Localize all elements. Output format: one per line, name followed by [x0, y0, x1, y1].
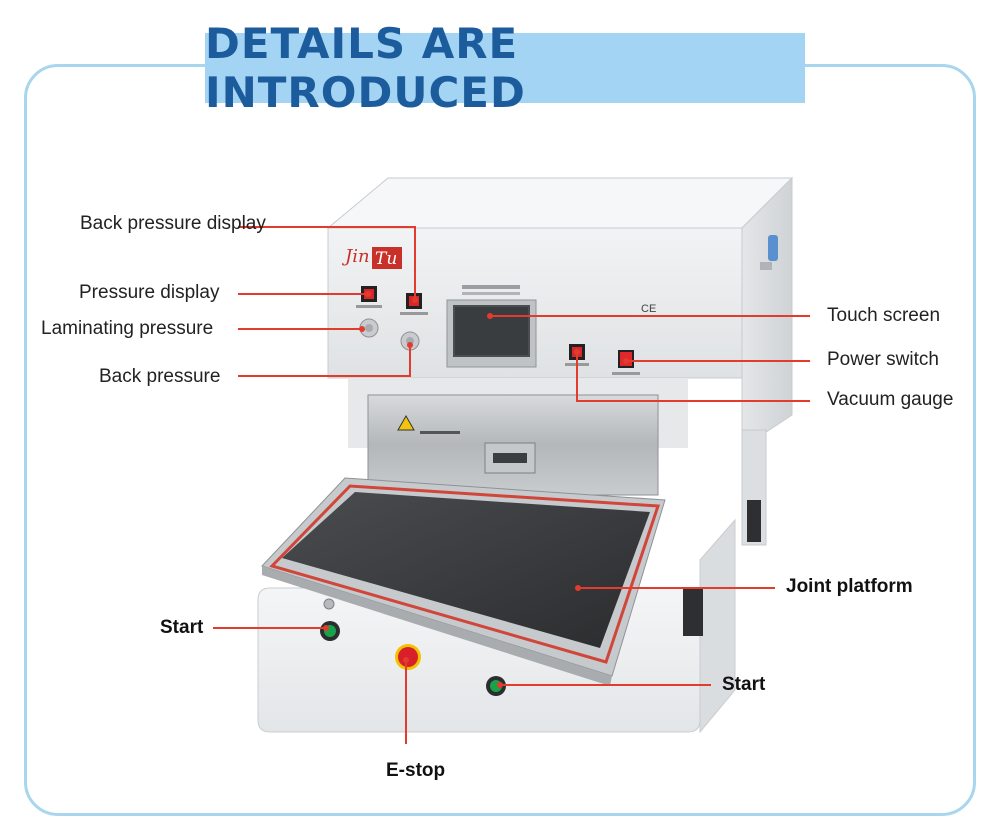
- label-back-pressure-display: Back pressure display: [80, 213, 266, 234]
- label-vacuum-gauge: Vacuum gauge: [827, 389, 954, 410]
- label-laminating-pressure: Laminating pressure: [41, 318, 214, 339]
- label-joint-platform: Joint platform: [786, 576, 913, 597]
- label-e-stop: E-stop: [386, 760, 446, 781]
- svg-text:Tu: Tu: [375, 249, 397, 269]
- joint-platform: [261, 477, 666, 686]
- svg-text:Jin: Jin: [341, 246, 370, 267]
- label-back-pressure: Back pressure: [99, 366, 221, 387]
- ce-mark: CE: [641, 303, 656, 315]
- start-button-left[interactable]: [320, 621, 340, 641]
- label-power-switch: Power switch: [827, 349, 939, 370]
- leader-dots: [323, 291, 629, 688]
- page-title: DETAILS ARE INTRODUCED: [205, 19, 526, 117]
- chamber: [348, 378, 688, 496]
- title-banner: DETAILS ARE INTRODUCED: [205, 19, 805, 117]
- touch-screen[interactable]: [446, 285, 537, 368]
- label-pressure-display: Pressure display: [79, 282, 220, 303]
- e-stop-button[interactable]: [395, 644, 421, 670]
- label-start-left: Start: [160, 617, 204, 638]
- platform-knob: [323, 598, 335, 610]
- label-touch-screen: Touch screen: [827, 305, 941, 326]
- leader-lines: [213, 226, 810, 744]
- jintu-logo: Jin Tu: [341, 246, 402, 269]
- label-start-right: Start: [722, 674, 766, 695]
